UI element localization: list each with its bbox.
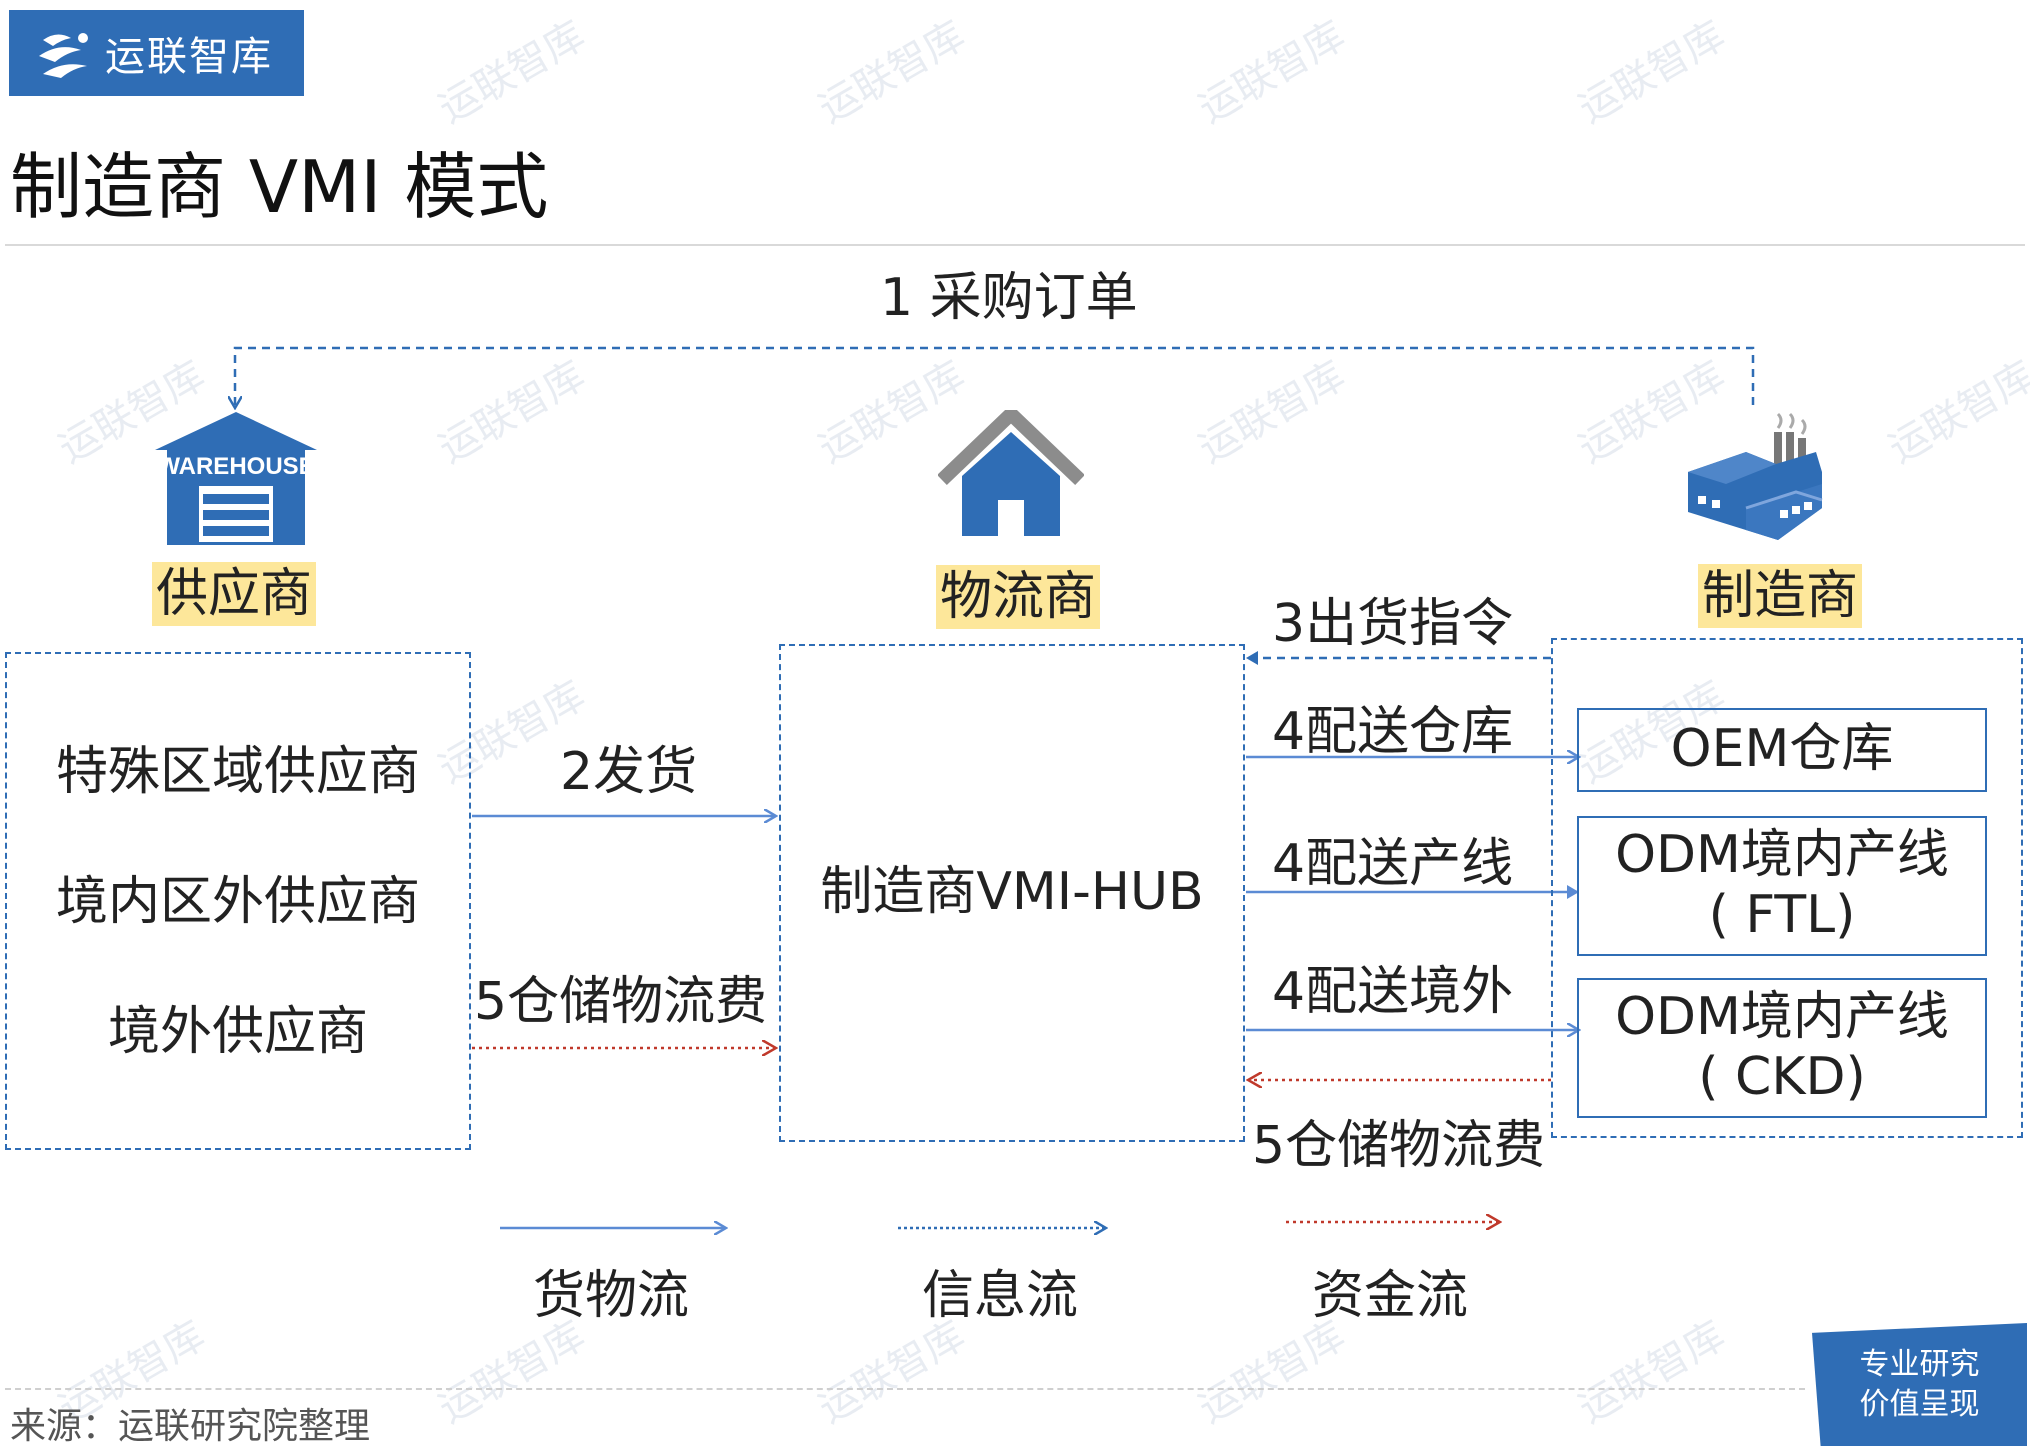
brand-badge: 运联智库 <box>9 10 304 96</box>
stamp-line1: 专业研究 <box>1859 1346 1980 1382</box>
destination-oem-warehouse: OEM仓库 <box>1577 708 1987 792</box>
brand-logo-icon <box>39 33 88 78</box>
logistics-tag: 物流商 <box>936 565 1101 629</box>
deliver-line-label: 4配送产线 <box>1272 834 1514 894</box>
supplier-item: 境外供应商 <box>107 1002 368 1062</box>
ship-label: 2发货 <box>560 742 698 802</box>
legend-info-label: 信息流 <box>922 1266 1079 1326</box>
vmi-hub-label: 制造商VMI-HUB <box>820 862 1204 922</box>
title-divider <box>5 244 2025 246</box>
destination-line1: OEM仓库 <box>1670 719 1894 780</box>
warehouse-icon: WAREHOUSE <box>155 412 317 545</box>
supplier-tag: 供应商 <box>152 562 317 626</box>
svg-text:WAREHOUSE: WAREHOUSE <box>157 453 314 480</box>
purchase-order-arrow <box>235 346 1755 408</box>
source-note: 来源：运联研究院整理 <box>10 1406 371 1447</box>
destination-line1: ODM境内产线 <box>1615 987 1949 1048</box>
destination-odm-ckd: ODM境内产线 ( CKD) <box>1577 978 1987 1118</box>
destination-line2: ( CKD) <box>1698 1047 1866 1107</box>
legend-money-label: 资金流 <box>1312 1266 1469 1326</box>
brand-name: 运联智库 <box>105 34 273 80</box>
manufacturer-box <box>1551 638 2023 1138</box>
manufacturer-tag: 制造商 <box>1698 564 1863 628</box>
vmi-hub-box: 制造商VMI-HUB <box>779 644 1245 1142</box>
fee-right-label: 5仓储物流费 <box>1252 1116 1546 1176</box>
legend-goods-label: 货物流 <box>533 1266 690 1326</box>
factory-icon <box>1688 412 1823 540</box>
supplier-item: 境内区外供应商 <box>55 872 420 932</box>
destination-odm-ftl: ODM境内产线 ( FTL) <box>1577 816 1987 956</box>
deliver-warehouse-label: 4配送仓库 <box>1272 702 1514 762</box>
destination-line1: ODM境内产线 <box>1615 825 1949 886</box>
research-stamp: 专业研究 价值呈现 <box>1812 1323 2027 1446</box>
home-icon <box>938 410 1084 536</box>
footer-divider <box>5 1388 1805 1390</box>
supplier-item: 特殊区域供应商 <box>55 742 420 802</box>
dispatch-order-label: 3出货指令 <box>1272 594 1514 654</box>
purchase-order-label: 1 采购订单 <box>880 268 1138 328</box>
deliver-abroad-label: 4配送境外 <box>1272 962 1514 1022</box>
fee-left-label: 5仓储物流费 <box>474 972 768 1032</box>
stamp-line2: 价值呈现 <box>1859 1386 1980 1422</box>
supplier-box: 特殊区域供应商 境内区外供应商 境外供应商 <box>5 652 471 1150</box>
page-title: 制造商 VMI 模式 <box>10 145 549 229</box>
destination-line2: ( FTL) <box>1708 885 1856 945</box>
